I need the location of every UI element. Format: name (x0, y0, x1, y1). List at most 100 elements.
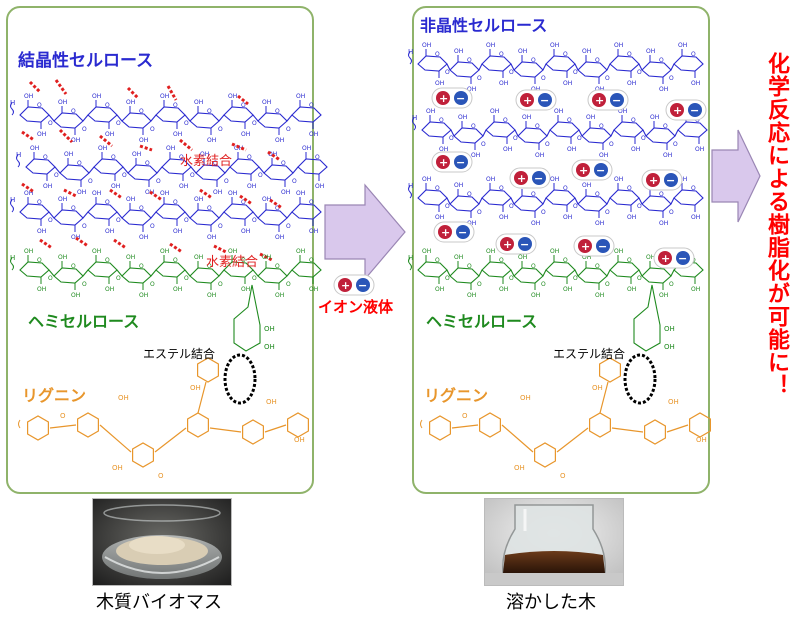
glycosidic-bond (150, 211, 157, 219)
chain-end-wave (408, 257, 412, 271)
left-cellulose-chain: OOHOHOOOHOHOOOHOHOOOHOHOOOHOHOOOHOHOOOHO… (16, 145, 328, 196)
sugar-ring (481, 55, 512, 72)
hydroxyl-label: OH (486, 42, 495, 49)
hydroxyl-label: OH (582, 254, 591, 261)
dissolved-wood-caption: 溶かした木 (506, 592, 596, 613)
ring-oxygen: O (631, 117, 636, 124)
cation-symbol: + (517, 172, 526, 185)
hydroxyl-label: OH (207, 234, 216, 241)
hydrogen-bond (237, 94, 249, 106)
aromatic-ring (644, 419, 666, 445)
sugar-ring (291, 261, 322, 278)
hydrogen-bond (179, 138, 193, 152)
anion-symbol: − (540, 94, 549, 107)
bridge-oxygen: O (541, 75, 546, 82)
glycosidic-bond (642, 129, 647, 137)
hydroxyl-label: OH (499, 286, 508, 293)
bridge-oxygen: O (637, 203, 642, 210)
bridge-oxygen: O (224, 178, 229, 185)
hydroxyl-label: OH (112, 464, 123, 472)
hydroxyl-label: OH (296, 190, 305, 197)
hydroxyl-label: OH (173, 131, 182, 138)
cation-circle (670, 103, 684, 117)
bridge-oxygen: O (573, 69, 578, 76)
hydroxyl-label: OH (599, 152, 608, 159)
sugar-ring (53, 112, 84, 129)
hydroxyl-label: OH (160, 190, 169, 197)
anion-circle (356, 278, 370, 292)
hydroxyl-label: OH (522, 114, 531, 121)
hydrogen-bond (113, 238, 127, 250)
sugar-ring (53, 267, 84, 284)
bridge-oxygen: O (218, 223, 223, 230)
bridge-oxygen: O (190, 172, 195, 179)
lignin-label-left: リグニン (22, 386, 87, 405)
sugar-ring (453, 127, 484, 144)
ring-oxygen: O (315, 154, 320, 161)
hydrogen-bond (213, 244, 227, 254)
hydroxyl-label: OH (207, 292, 216, 299)
cation-symbol: + (503, 238, 512, 251)
sugar-ring (127, 164, 158, 181)
ring-oxygen: O (173, 199, 178, 206)
glycosidic-bond (606, 63, 611, 71)
arrow-ionic-liquid-pair: +− (333, 274, 375, 296)
anion-symbol: − (456, 92, 465, 105)
hydrogen-bond-label-1: 水素結合 (180, 154, 233, 169)
ring-oxygen: O (275, 205, 280, 212)
ring-oxygen: O (247, 154, 252, 161)
bridge-oxygen: O (445, 203, 450, 210)
bridge-oxygen: O (252, 275, 257, 282)
sugar-ring (59, 164, 90, 181)
bridge-oxygen: O (48, 120, 53, 127)
sugar-ring (577, 195, 608, 212)
bridge-oxygen: O (82, 223, 87, 230)
ring-oxygen: O (471, 123, 476, 130)
aromatic-ring (689, 412, 711, 438)
aromatic-ring (242, 419, 264, 445)
sugar-ring (87, 106, 118, 123)
anion-circle (688, 103, 702, 117)
glycosidic-bond (54, 166, 61, 174)
sugar-ring (19, 203, 50, 220)
ring-oxygen: O (275, 108, 280, 115)
bridge-oxygen: O (477, 209, 482, 216)
anion-symbol: − (612, 94, 621, 107)
hydroxyl-label: OH (490, 108, 499, 115)
ring-oxygen: O (37, 199, 42, 206)
bridge-oxygen: O (477, 281, 482, 288)
glycosidic-bond (670, 63, 675, 71)
chain-end-h: H (16, 151, 21, 159)
hydrogen-bond (199, 188, 213, 200)
aromatic-ring (287, 412, 309, 438)
hydroxyl-label: OH (294, 436, 305, 444)
cation-symbol: + (661, 252, 670, 265)
sugar-ring (229, 158, 260, 175)
hydroxyl-label: OH (499, 80, 508, 87)
hydrogen-bond (28, 80, 42, 94)
aromatic-ring (429, 415, 451, 441)
sugar-ring (53, 209, 84, 226)
sugar-ring (641, 195, 672, 212)
sugar-ring (223, 203, 254, 220)
hydroxyl-label: OH (139, 292, 148, 299)
bridge-oxygen: O (577, 135, 582, 142)
hydroxyl-label: OH (503, 146, 512, 153)
ring-oxygen: O (499, 257, 504, 264)
anion-circle (610, 93, 624, 107)
hydroxyl-label: OH (691, 286, 700, 293)
sugar-ring (545, 261, 576, 278)
hydroxyl-label: OH (582, 182, 591, 189)
sugar-ring (545, 189, 576, 206)
ionic-liquid-pair: +− (641, 169, 683, 191)
bridge-oxygen: O (184, 275, 189, 282)
glycosidic-bond (510, 197, 515, 205)
glycosidic-bond (574, 269, 579, 277)
hydroxyl-label: OH (691, 80, 700, 87)
hydroxyl-label: OH (207, 137, 216, 144)
hydroxyl-label: OH (695, 146, 704, 153)
glycosidic-bond (156, 166, 163, 174)
bridge-oxygen: O (541, 281, 546, 288)
chain-end-wave (10, 257, 14, 271)
hydroxyl-label: OH (302, 145, 311, 152)
